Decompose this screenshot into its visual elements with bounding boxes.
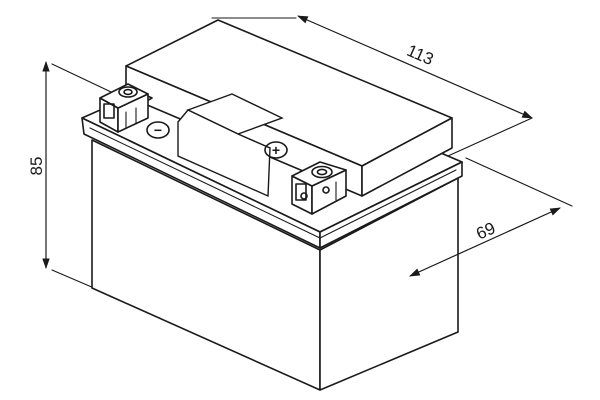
negative-terminal xyxy=(99,83,153,133)
svg-text:−: − xyxy=(154,122,162,138)
height-dimension-label: 85 xyxy=(27,157,46,176)
positive-terminal xyxy=(291,161,347,215)
label-plate xyxy=(177,93,284,198)
width-dimension-label: 69 xyxy=(473,218,498,243)
svg-text:+: + xyxy=(272,142,280,158)
negative-symbol-icon: − xyxy=(146,121,170,139)
positive-symbol-icon: + xyxy=(264,141,288,159)
battery-body xyxy=(81,19,463,391)
height-dimension: 85 xyxy=(27,60,50,270)
